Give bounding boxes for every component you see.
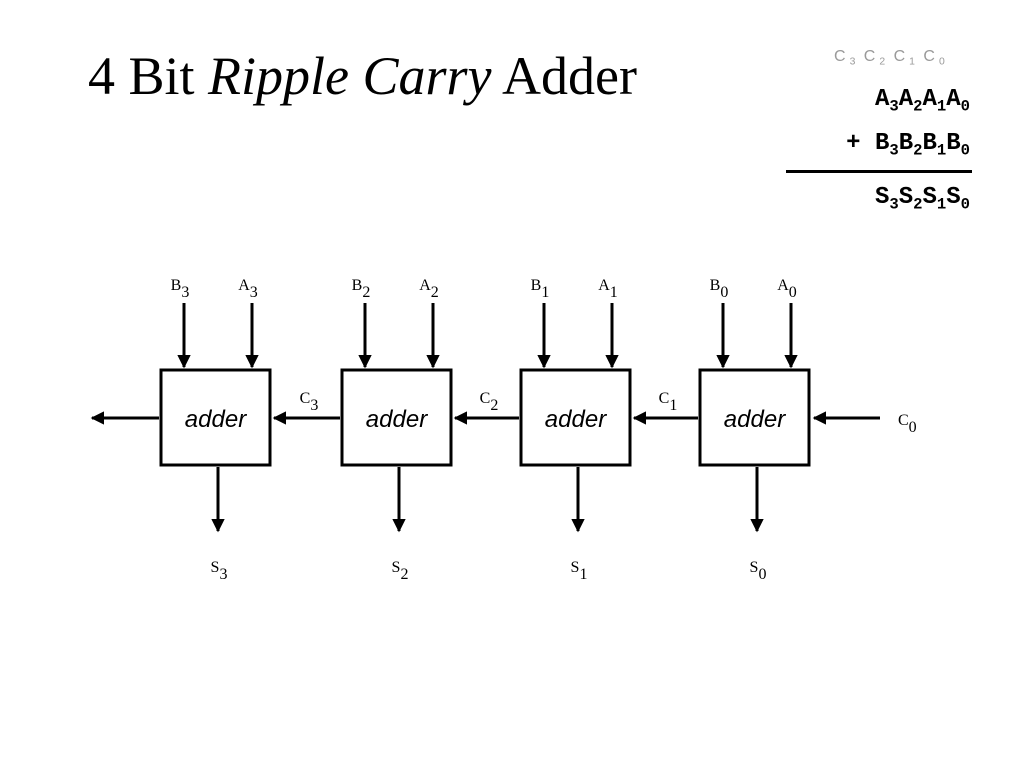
adder-box	[340, 368, 453, 467]
carry-label: C2	[480, 390, 499, 414]
sum-label: S1	[571, 559, 588, 583]
input-a-label: A1	[598, 277, 618, 301]
adder-label: adder	[185, 406, 247, 433]
title-prefix: 4 Bit	[88, 46, 209, 106]
page-title: 4 Bit Ripple Carry Adder	[88, 40, 637, 112]
adder-label: adder	[724, 406, 786, 433]
sum-label: S0	[750, 559, 767, 583]
input-a-label: A3	[238, 277, 258, 301]
adder-box	[519, 368, 632, 467]
input-a-label: A0	[777, 277, 797, 301]
title-italic: Ripple Carry	[208, 46, 492, 106]
carry-label: C1	[659, 390, 678, 414]
adder-label: adder	[545, 406, 607, 433]
input-b-label: B0	[710, 277, 729, 301]
input-b-label: B2	[352, 277, 371, 301]
sum-label: S3	[211, 559, 228, 583]
equation-sum-row: S3S2S1S0	[874, 184, 970, 214]
carry-in-label: C0	[898, 412, 917, 436]
equation-sum-rule	[786, 170, 972, 173]
carry-label: C3	[300, 390, 319, 414]
input-a-label: A2	[419, 277, 439, 301]
adder-box	[698, 368, 811, 467]
equation-b-row: + B3B2B1B0	[846, 130, 970, 160]
input-b-label: B1	[531, 277, 550, 301]
adder-box	[159, 368, 272, 467]
input-b-label: B3	[171, 277, 190, 301]
equation-a-row: A3A2A1A0	[874, 86, 970, 116]
adder-label: adder	[366, 406, 428, 433]
title-suffix: Adder	[491, 46, 637, 106]
sum-label: S2	[392, 559, 409, 583]
